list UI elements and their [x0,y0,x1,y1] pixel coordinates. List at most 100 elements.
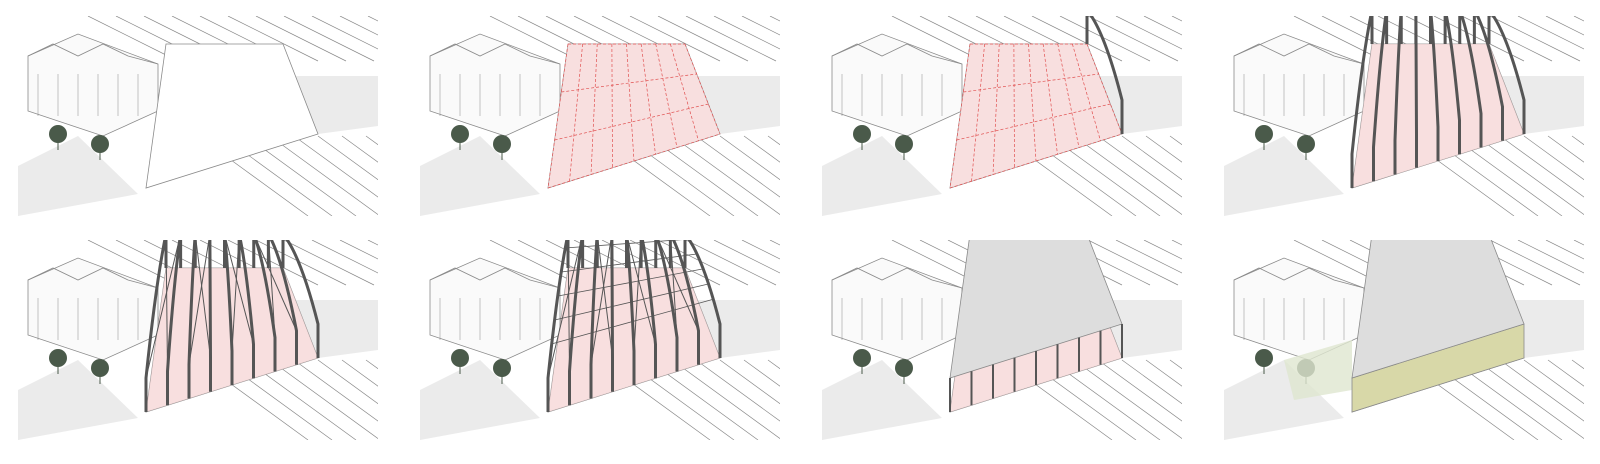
portal-frame [1372,16,1389,182]
brace [165,240,168,372]
ground-shadow [1224,136,1344,216]
context-roof-line [367,16,378,22]
brace [145,240,180,379]
existing-sawtooth-roof [429,43,561,65]
step-1-axonometric [18,16,378,216]
grid-line [640,43,656,155]
portal-frame [1393,16,1403,175]
step-3-panel [822,16,1182,216]
existing-building [27,33,159,137]
tree [451,349,469,367]
context-roof-line [685,16,777,62]
context-roof-line [719,135,780,181]
portal-frame [1472,16,1504,141]
existing-building [429,33,561,137]
purlin [551,298,715,345]
context-roof-line [741,16,780,36]
grid-line [1086,43,1123,135]
ground-shadow [822,136,942,216]
grid-line [949,43,971,189]
grid-line [1042,43,1058,155]
existing-building [831,33,963,137]
step-6-axonometric [420,240,780,440]
context-roof-line [1087,16,1179,62]
context-roof-line [629,16,721,62]
tree [91,135,109,153]
existing-building [27,257,159,361]
purlins [551,240,715,345]
context-roof-line [317,359,378,405]
roof-cladding [1351,240,1525,379]
tree [49,349,67,367]
existing-sawtooth-roof [831,43,963,65]
site-outline [145,43,319,189]
roof-cladding [949,240,1123,379]
tree [91,359,109,377]
tree [853,349,871,367]
context-roof-line [1547,359,1584,387]
context-roof-line [1573,240,1584,246]
context-roof-line [1489,16,1581,62]
portal-frame [1085,16,1124,134]
portal-frame [223,240,234,385]
site-grid [949,43,1123,189]
portal-frame [1414,16,1418,168]
existing-sawtooth-roof [1233,43,1365,65]
grid-line [956,103,1111,141]
existing-building [831,257,963,361]
existing-sawtooth-roof [831,267,963,289]
portal-frame [639,240,657,379]
context-roof-line [365,135,378,146]
purlin [564,240,683,249]
context-roof-line [1121,135,1182,181]
brace [633,240,642,352]
context-roof-line [743,135,780,163]
context-roof-line [1293,16,1385,62]
context-roof-line [1523,135,1584,181]
brace [627,240,656,345]
grid-line [554,103,709,141]
portal-frame [252,240,277,372]
context-roof-line [671,135,780,215]
context-roof-line [671,359,780,439]
portal-frames [144,240,320,412]
context-roof-line [255,240,347,286]
context-roof-line [293,135,378,198]
context-roof-line [769,16,780,22]
context-roof-line [1169,359,1182,370]
existing-context [18,16,378,216]
context-roof-line [657,16,749,62]
context-roof-line [1499,135,1584,198]
context-roof-line [1121,359,1182,405]
ground-shadow [1224,360,1344,440]
existing-building [429,257,561,361]
context-roof-line [743,359,780,387]
existing-sawtooth-roof [27,43,159,65]
context-roof-line [293,359,378,422]
context-roof-line [1115,240,1182,274]
context-roof-line [1097,135,1182,198]
context-roof-line [341,135,378,163]
context-roof-line [489,240,581,286]
tree [895,359,913,377]
context-roof-line [741,240,780,260]
courtyard [1284,340,1352,400]
context-roof-line [227,16,319,62]
grid-line [992,43,1000,175]
portal-frame [237,240,255,379]
grid-line [561,73,697,93]
brace [231,240,240,352]
context-roof-line [1545,240,1584,260]
portal-frame [187,240,197,399]
portal-frame [589,240,599,399]
portal-frame [683,240,722,358]
step-5-axonometric [18,240,378,440]
brace [225,240,254,345]
ground-shadow [822,360,942,440]
context-roof-line [1087,240,1179,286]
context-roof-line [713,16,780,50]
purlin [554,283,709,321]
context-roof-line [255,16,347,62]
cross-bracing [145,240,297,379]
grid-line [611,43,613,168]
